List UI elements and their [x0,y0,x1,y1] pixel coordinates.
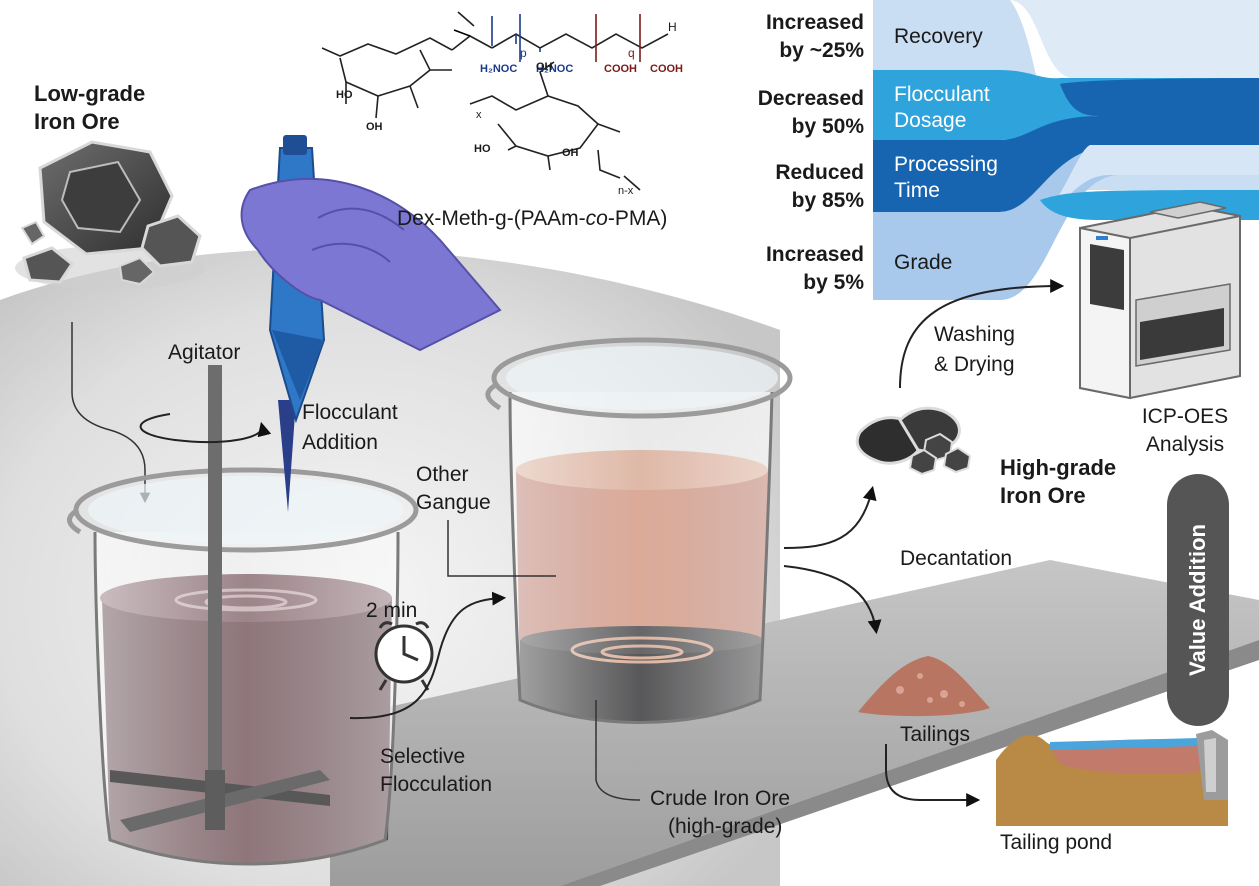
time-label: 2 min [366,599,418,622]
tailing-pond-label: Tailing pond [1000,831,1113,854]
flocculant-label-2: Addition [302,431,378,454]
chem-h: H [668,20,677,34]
chem-oh-3: OH [562,147,579,159]
high-grade-label-2: Iron Ore [1000,483,1086,508]
outcome-recovery-metric: Recovery [894,25,983,48]
rotation-arrow [139,413,272,443]
flocculation-arrow [349,591,507,720]
high-grade-label-1: High-grade [1000,455,1117,480]
band-recovery-tail [873,0,1259,78]
bench-edge [560,640,1259,886]
low-grade-label-2: Iron Ore [34,109,120,134]
band-right-light [1050,145,1259,210]
to-icp-arrow [899,279,1065,389]
crude-leader [595,700,641,801]
outcome-time-metric-2: Time [894,179,940,202]
other-gangue-label-1: Other [416,463,469,486]
crude-label-1: Crude Iron Ore [650,787,791,810]
chem-h2noc-1: H₂NOC [480,63,518,75]
polymer-name-co: co [585,207,608,230]
selective-label-1: Selective [380,745,466,768]
icp-oes-instrument [1079,201,1241,400]
to-tailings-arrow [783,565,882,635]
washing-label-1: Washing [934,323,1015,346]
value-addition-label: Value Addition [1185,524,1210,676]
chem-oh-1: OH [366,121,383,133]
outcome-grade-change-2: by 5% [803,271,864,294]
flocculant-label-1: Flocculant [302,401,398,424]
tailings-label: Tailings [900,723,971,746]
outcome-dosage-metric-2: Dosage [894,109,967,132]
outcome-recovery-change-2: by ~25% [779,39,864,62]
tailings-pile [858,656,990,717]
polymer-name: Dex-Meth-g-(PAAm-co-PMA) [397,207,668,230]
high-grade-ore-pieces [855,406,972,476]
chem-nx: n-x [618,185,634,197]
outcome-time-change-1: Reduced [775,161,864,184]
beaker-before [67,365,419,866]
chem-cooh-2: COOH [650,63,683,75]
beaker-after [485,337,793,724]
outcome-time-change-2: by 85% [791,189,864,212]
chem-x: x [476,109,482,121]
chem-ho-1: HO [336,89,353,101]
selective-label-2: Flocculation [380,773,493,796]
polymer-structure [321,11,669,191]
to-high-grade-arrow [783,485,877,549]
outcome-band-chart [873,0,1259,300]
outcome-dosage-metric-1: Flocculant [894,83,990,106]
icp-label-2: Analysis [1145,433,1225,456]
chem-oh-2: OH [536,61,553,73]
outcome-dosage-change-1: Decreased [757,87,864,110]
chem-h2noc-2: H₂NOC [536,63,574,75]
chem-q: q [628,46,635,60]
feed-arrow [71,322,151,504]
clock-icon [374,621,434,691]
to-pond-arrow [885,744,981,807]
outcome-time-metric-1: Processing [894,153,998,176]
chem-p: p [520,46,527,60]
other-gangue-label-2: Gangue [416,491,491,514]
outcome-recovery-change-1: Increased [765,11,864,34]
washing-label-2: & Drying [934,353,1015,376]
pipette-and-glove [240,135,502,512]
low-grade-label-1: Low-grade [34,81,146,106]
tailing-pond [996,730,1228,826]
decantation-label: Decantation [900,547,1013,570]
band-recovery [873,0,1259,190]
chem-cooh-1: COOH [604,63,637,75]
gangue-leader [447,520,556,577]
lab-bench [330,560,1259,886]
outcome-dosage-change-2: by 50% [791,115,864,138]
outcome-grade-change-1: Increased [765,243,864,266]
chem-ho-2: HO [474,143,491,155]
band-grade [873,145,1259,300]
outcome-grade-metric: Grade [894,251,953,274]
agitator-shaft [208,365,222,805]
band-right-dark [1060,78,1259,116]
agitator-label: Agitator [168,341,241,364]
icp-label-1: ICP-OES [1141,405,1229,428]
crude-label-2: (high-grade) [668,815,783,838]
low-grade-ore-rocks [15,140,205,290]
value-addition-pill [1167,474,1229,726]
